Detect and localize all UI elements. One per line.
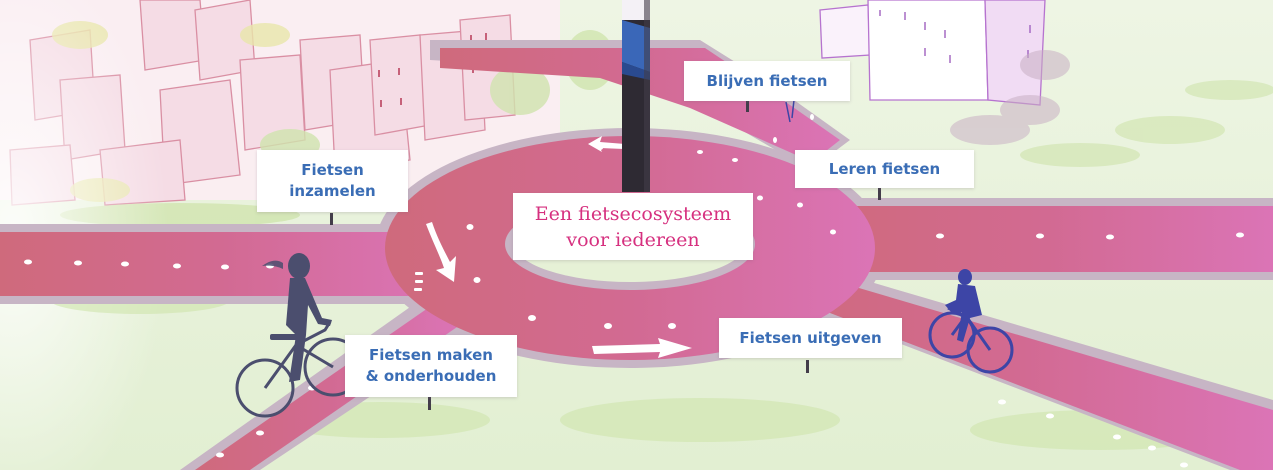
cyclist-distant xyxy=(785,99,795,123)
sign-label: Leren fietsen xyxy=(828,159,941,178)
center-title-line2: voor iedereen xyxy=(566,228,700,251)
sign-label: Fietsen uitgeven xyxy=(739,328,882,347)
sign-label-line2: inzamelen xyxy=(289,182,376,200)
buildings-right xyxy=(819,0,1046,106)
sign-label: Blijven fietsen xyxy=(706,71,828,90)
road-markings xyxy=(24,114,1244,468)
sign-label-line1: Fietsen xyxy=(301,161,364,179)
sign-label-line2: & onderhouden xyxy=(365,367,497,385)
sign-leren-fietsen[interactable]: Leren fietsen xyxy=(795,150,974,188)
sign-fietsen-maken-onderhouden[interactable]: Fietsen maken & onderhouden xyxy=(345,335,517,397)
sign-label-line1: Fietsen maken xyxy=(369,346,493,364)
cyclist-left-body xyxy=(262,253,332,382)
sign-fietsen-uitgeven[interactable]: Fietsen uitgeven xyxy=(719,318,902,358)
cyclist-right-body xyxy=(945,269,982,342)
center-title-line1: Een fietsecosysteem xyxy=(534,202,732,225)
sign-blijven-fietsen[interactable]: Blijven fietsen xyxy=(684,61,850,101)
center-title-card: Een fietsecosysteem voor iedereen xyxy=(513,193,753,260)
signpost-pole xyxy=(622,0,650,192)
sign-fietsen-inzamelen[interactable]: Fietsen inzamelen xyxy=(257,150,408,212)
